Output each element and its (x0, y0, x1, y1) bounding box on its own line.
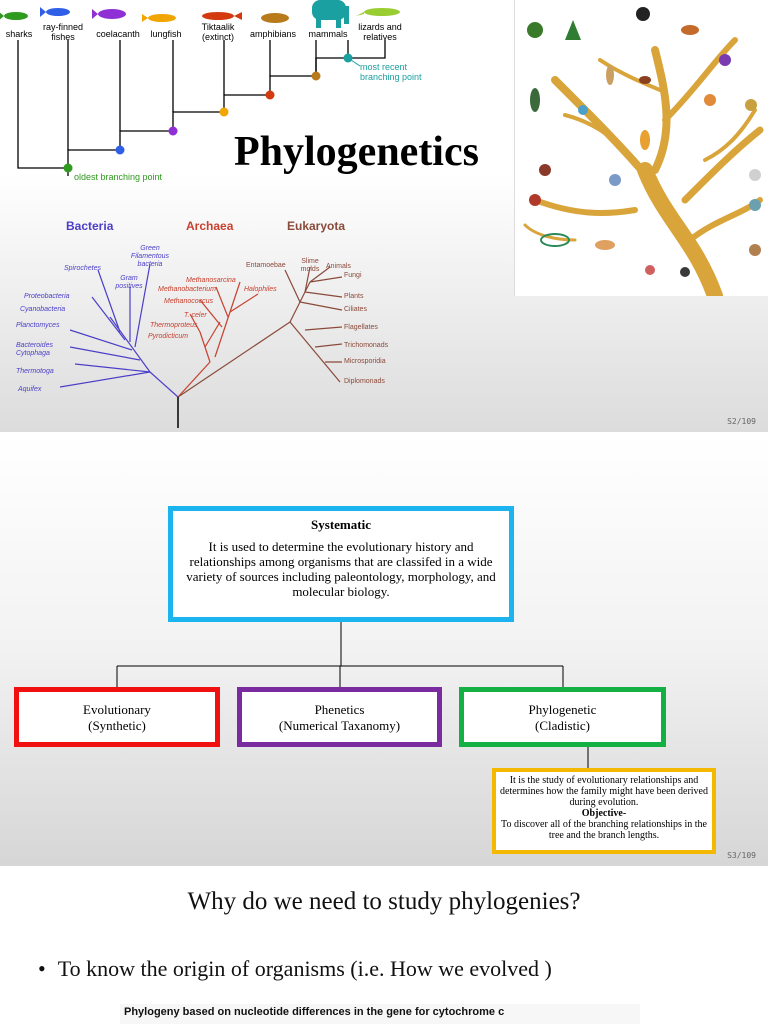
taxon-fungi: Fungi (344, 272, 362, 279)
slide-why-study: Why do we need to study phylogenies? • To… (0, 868, 768, 1024)
definition-text: It is the study of evolutionary relation… (500, 775, 708, 808)
taxon-thermoproteus: Thermoproteus (150, 322, 198, 329)
tree-of-life-illustration (514, 0, 768, 304)
elephant-icon (312, 0, 349, 28)
taxon-microsporidia: Microsporidia (344, 358, 386, 365)
bullet-item: • To know the origin of organisms (i.e. H… (38, 956, 552, 982)
domain-archaea-label: Archaea (186, 219, 234, 233)
recent-branch-note: most recent branching point (360, 62, 422, 82)
taxon-green-filamentous: Green Filamentous bacteria (130, 245, 170, 268)
taxon-label: coelacanth (96, 29, 140, 39)
taxon-cyanobacteria: Cyanobacteria (20, 306, 66, 313)
taxon-label: Tiktaalik (extinct) (201, 22, 235, 42)
page-number: S2/109 (727, 417, 756, 426)
taxon-label: sharks (5, 29, 33, 39)
taxon-planctomyces: Planctomyces (16, 322, 60, 329)
domain-eukaryota-label: Eukaryota (287, 219, 346, 233)
phylogenetic-definition-box: It is the study of evolutionary relation… (492, 768, 716, 854)
taxon-plants: Plants (344, 293, 364, 300)
taxon-label: lizards and relatives (358, 22, 402, 42)
category-subtitle: (Synthetic) (88, 718, 146, 733)
taxon-proteobacteria: Proteobacteria (24, 293, 70, 300)
taxon-trichomonads: Trichomonads (344, 342, 389, 349)
evolutionary-box: Evolutionary (Synthetic) (14, 687, 220, 747)
three-domain-tree (59, 263, 343, 428)
taxon-bacteroides: Bacteroides Cytophaga (16, 342, 53, 357)
taxon-methanosarcina: Methanosarcina (186, 277, 236, 284)
lungfish-icon (142, 14, 176, 22)
organism-icons (527, 7, 761, 277)
figure-caption: Phylogeny based on nucleotide difference… (120, 1004, 640, 1024)
phylogenetic-box: Phylogenetic (Cladistic) (459, 687, 666, 747)
page-title: Phylogenetics (234, 129, 479, 175)
taxon-aquifex: Aquifex (18, 386, 42, 393)
objective-label: Objective- (581, 808, 627, 819)
phenetics-box: Phenetics (Numerical Taxanomy) (237, 687, 442, 747)
taxon-methanobacterium: Methanobacterium (158, 286, 216, 293)
category-subtitle: (Numerical Taxanomy) (278, 718, 401, 733)
connector-lines (116, 622, 589, 768)
slide-title: Why do we need to study phylogenies? (187, 888, 581, 915)
slide-systematic: Systematic It is used to determine the e… (0, 434, 768, 866)
page-number: S3/109 (727, 851, 756, 860)
taxon-spirochetes: Spirochetes (64, 265, 101, 272)
bullet-text: To know the origin of organisms (i.e. Ho… (57, 956, 552, 981)
objective-text: To discover all of the branching relatio… (501, 819, 707, 841)
branch-nodes (63, 53, 353, 173)
taxon-label: mammals (308, 29, 348, 39)
taxon-thermotoga: Thermotoga (16, 368, 54, 375)
slide-phylogenetics: sharks ray-finned fishes coelacanth lung… (0, 0, 768, 432)
fish-icon (40, 7, 70, 17)
taxon-pyrodicticum: Pyrodicticum (148, 333, 189, 340)
fish-icon (92, 9, 126, 19)
lizard-icon (356, 8, 400, 16)
taxon-animals: Animals (326, 263, 351, 270)
taxon-label: lungfish (150, 29, 182, 39)
taxon-flagellates: Flagellates (344, 324, 378, 331)
tree-drawing (523, 7, 764, 304)
category-subtitle: (Cladistic) (535, 718, 590, 733)
bullet-icon: • (38, 956, 46, 981)
systematic-description: It is used to determine the evolutionary… (186, 539, 496, 599)
taxon-slime-molds: Slime molds (300, 258, 320, 273)
systematic-box: Systematic It is used to determine the e… (168, 506, 514, 622)
category-name: Phylogenetic (528, 702, 597, 717)
taxon-halophiles: Halophiles (244, 286, 277, 293)
taxon-label: amphibians (249, 29, 297, 39)
domain-bacteria-label: Bacteria (66, 219, 114, 233)
cladogram-diagram (0, 0, 400, 176)
category-name: Evolutionary (83, 702, 151, 717)
systematic-title: Systematic (311, 517, 371, 532)
tiktaalik-icon (202, 12, 242, 20)
oldest-branch-note: oldest branching point (74, 172, 163, 182)
taxon-gram-positives: Gram positives (115, 275, 143, 290)
fish-icon (0, 12, 28, 20)
category-name: Phenetics (314, 702, 365, 717)
taxon-ciliates: Ciliates (344, 306, 367, 313)
taxon-label: ray-finned fishes (42, 22, 84, 42)
taxon-t-celer: T. celer (184, 312, 207, 319)
taxon-methanococcus: Methanococcus (164, 298, 214, 305)
taxon-entamoebae: Entamoebae (246, 262, 286, 269)
amphibian-icon (261, 13, 289, 23)
taxon-diplomonads: Diplomonads (344, 378, 385, 385)
